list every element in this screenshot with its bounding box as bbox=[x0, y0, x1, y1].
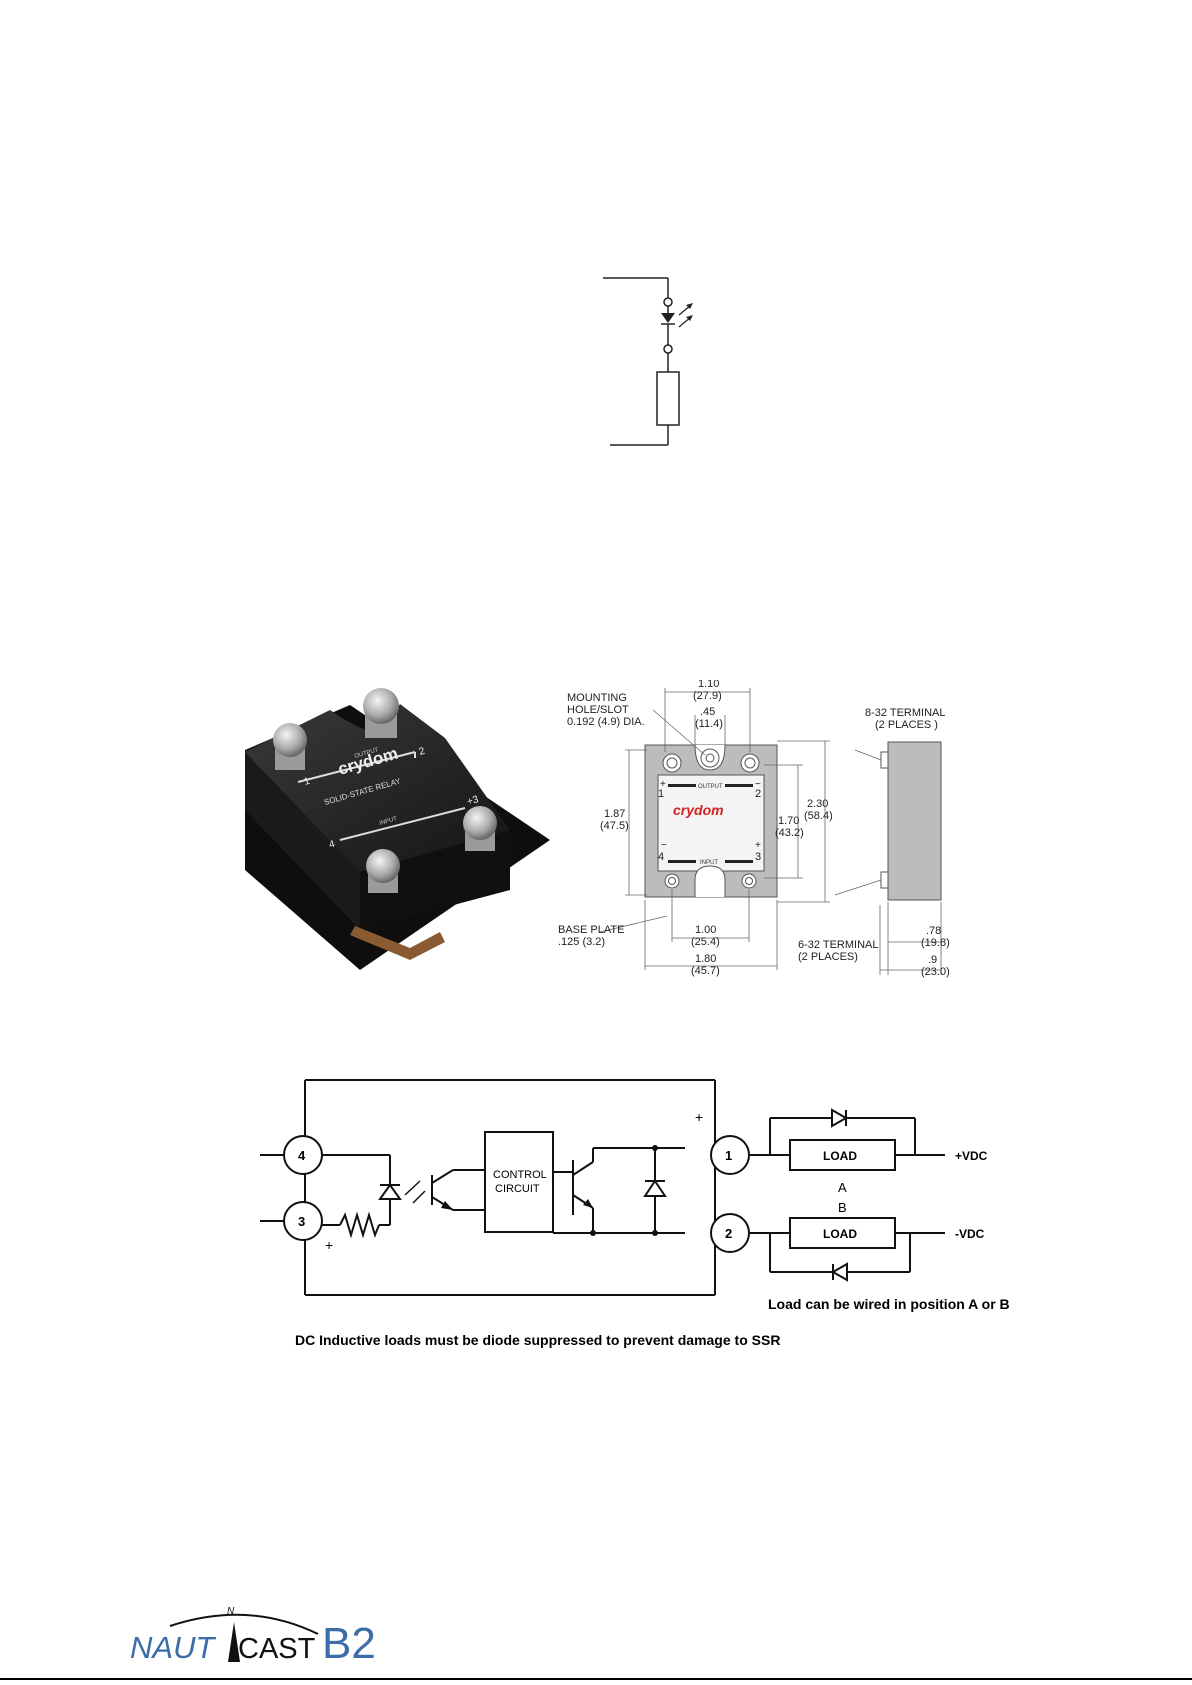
dim-170-mm: (43.2) bbox=[775, 827, 804, 839]
load-a-box bbox=[789, 1139, 896, 1171]
logo-cast: CAST bbox=[238, 1633, 316, 1665]
ssr-photo: 1 crydom SOLID-STATE RELAY OUTPUT INPUT … bbox=[245, 688, 550, 970]
face-output-label: OUTPUT bbox=[698, 784, 723, 790]
load-b-box bbox=[789, 1217, 896, 1249]
position-a-label: A bbox=[838, 1180, 847, 1195]
ssr-wiring-schematic: 4 3 1 2 + + CONTROL CIRCUIT LOAD LOAD A … bbox=[260, 1079, 988, 1296]
compass-needle-icon bbox=[228, 1622, 240, 1662]
dim-230-mm: (58.4) bbox=[804, 810, 833, 822]
terminal-832-label: 8-32 TERMINAL bbox=[865, 707, 946, 719]
dim-187: 1.87 bbox=[604, 808, 625, 820]
plus-sign-output: + bbox=[695, 1109, 703, 1125]
dim-187-mm: (47.5) bbox=[600, 820, 629, 832]
terminal-1 bbox=[710, 1135, 750, 1175]
dim-078: .78 bbox=[926, 925, 941, 937]
face-pin-3: 3 bbox=[755, 851, 761, 863]
figure-caption: DC Inductive loads must be diode suppres… bbox=[295, 1332, 781, 1348]
footer-rule bbox=[0, 1678, 1192, 1680]
base-plate-thickness: .125 (3.2) bbox=[558, 936, 605, 948]
face-pin-1: 1 bbox=[658, 788, 664, 800]
plus-sign-input: + bbox=[325, 1237, 333, 1253]
logo-model: B2 bbox=[322, 1619, 376, 1668]
terminal-632-label: 6-32 TERMINAL bbox=[798, 939, 879, 951]
face-input-label: INPUT bbox=[700, 860, 718, 866]
svg-text:−: − bbox=[755, 779, 761, 790]
face-brand: crydom bbox=[673, 802, 724, 818]
led-resistor-schematic bbox=[603, 277, 693, 446]
dim-100: 1.00 bbox=[695, 924, 716, 936]
nauticast-logo: N NAUT CAST B2 bbox=[130, 1606, 376, 1668]
load-a-label: LOAD bbox=[823, 1149, 857, 1163]
control-circuit-label-2: CIRCUIT bbox=[495, 1183, 540, 1195]
face-pin-4: 4 bbox=[658, 851, 664, 863]
terminal-3 bbox=[283, 1201, 323, 1241]
mounting-label-2: HOLE/SLOT bbox=[567, 704, 629, 716]
control-circuit-label-1: CONTROL bbox=[493, 1169, 547, 1181]
dimension-drawing: OUTPUT INPUT crydom + − 1 2 − + 4 3 bbox=[558, 680, 950, 978]
load-b-label: LOAD bbox=[823, 1227, 857, 1241]
terminal-3-label: 3 bbox=[298, 1214, 305, 1229]
dim-100-mm: (25.4) bbox=[691, 936, 720, 948]
dim-180: 1.80 bbox=[695, 953, 716, 965]
terminal-4-label: 4 bbox=[298, 1148, 306, 1163]
svg-text:−: − bbox=[661, 840, 667, 851]
terminal-2 bbox=[710, 1213, 750, 1253]
dim-180-mm: (45.7) bbox=[691, 965, 720, 977]
photo-input-label: INPUT bbox=[379, 816, 398, 827]
photo-screw-1 bbox=[273, 723, 307, 770]
position-b-label: B bbox=[838, 1200, 847, 1215]
logo-naut: NAUT bbox=[130, 1630, 216, 1665]
terminal-4 bbox=[283, 1135, 323, 1175]
dim-110-mm: (27.9) bbox=[693, 690, 722, 702]
dim-09-mm: (23.0) bbox=[921, 966, 950, 978]
dim-230: 2.30 bbox=[807, 798, 828, 810]
vdc-minus-label: -VDC bbox=[955, 1227, 985, 1241]
svg-text:+: + bbox=[660, 779, 666, 790]
mounting-label-3: 0.192 (4.9) DIA. bbox=[567, 716, 645, 728]
logo-north: N bbox=[227, 1606, 235, 1617]
dim-09: .9 bbox=[928, 954, 937, 966]
photo-pin-2: 2 bbox=[418, 746, 427, 758]
photo-pin-1: 1 bbox=[303, 776, 312, 788]
face-pin-2: 2 bbox=[755, 788, 761, 800]
wiring-note: Load can be wired in position A or B bbox=[768, 1296, 1010, 1312]
photo-screw-3 bbox=[463, 806, 497, 851]
photo-screw-4 bbox=[366, 849, 400, 893]
dim-078-mm: (19.8) bbox=[921, 937, 950, 949]
base-plate-label: BASE PLATE bbox=[558, 924, 624, 936]
photo-screw-2 bbox=[363, 688, 399, 738]
svg-text:+: + bbox=[755, 840, 761, 851]
dim-045: .45 bbox=[700, 706, 715, 718]
photo-pin-3: +3 bbox=[466, 794, 480, 808]
terminal-832-places: (2 PLACES ) bbox=[875, 719, 938, 731]
terminal-1-label: 1 bbox=[725, 1148, 732, 1163]
dim-110: 1.10 bbox=[698, 680, 719, 690]
dim-045-mm: (11.4) bbox=[695, 718, 723, 730]
vdc-plus-label: +VDC bbox=[955, 1149, 988, 1163]
terminal-2-label: 2 bbox=[725, 1226, 732, 1241]
mounting-label-1: MOUNTING bbox=[567, 692, 627, 704]
photo-pin-4: 4 bbox=[328, 839, 337, 851]
dim-170: 1.70 bbox=[778, 815, 799, 827]
terminal-632-places: (2 PLACES) bbox=[798, 951, 858, 963]
